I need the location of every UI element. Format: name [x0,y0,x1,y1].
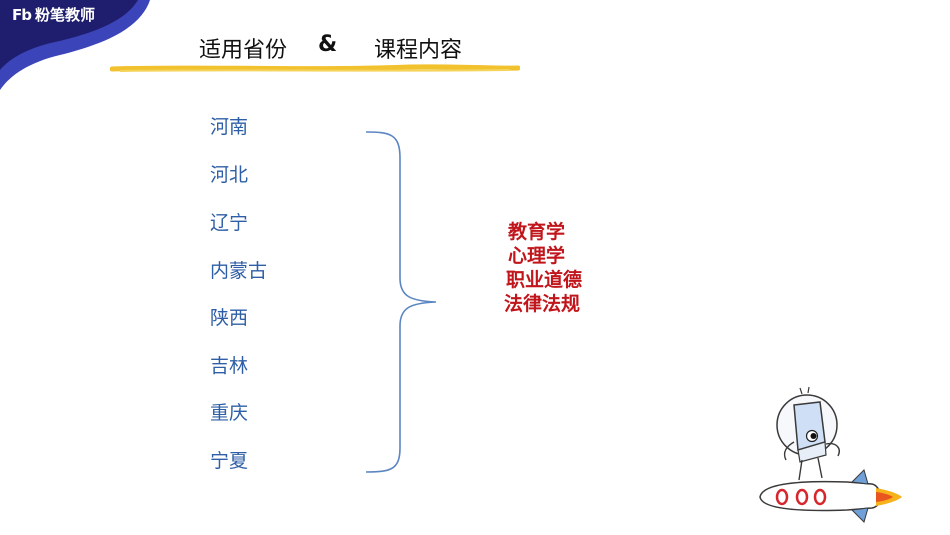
course-item: 职业道德 [506,269,583,291]
heading-courses: 课程内容 [374,38,463,63]
province-item: 宁夏 [210,450,249,472]
brand-mark-icon: Fb [12,5,32,24]
province-item: 吉林 [210,355,249,377]
brand-logo: Fb 粉笔教师 [12,4,95,25]
brand-name: 粉笔教师 [34,6,95,24]
course-item: 心理学 [508,245,566,267]
curly-brace [365,131,437,473]
heading-ampersand: & [318,32,338,57]
heading-provinces: 适用省份 [199,38,288,63]
province-item: 河北 [210,164,249,186]
province-item: 重庆 [210,402,249,424]
brand-corner-shape [0,0,150,90]
course-item: 教育学 [508,221,566,243]
province-item: 陕西 [210,307,249,329]
heading-underline [110,64,520,72]
province-item: 辽宁 [210,212,249,234]
mascot-rocket-illustration [759,386,902,523]
course-list: 教育学 心理学 职业道德 法律法规 [504,220,582,316]
province-item: 内蒙古 [210,260,268,282]
province-item: 河南 [210,116,249,138]
course-item: 法律法规 [504,293,581,315]
